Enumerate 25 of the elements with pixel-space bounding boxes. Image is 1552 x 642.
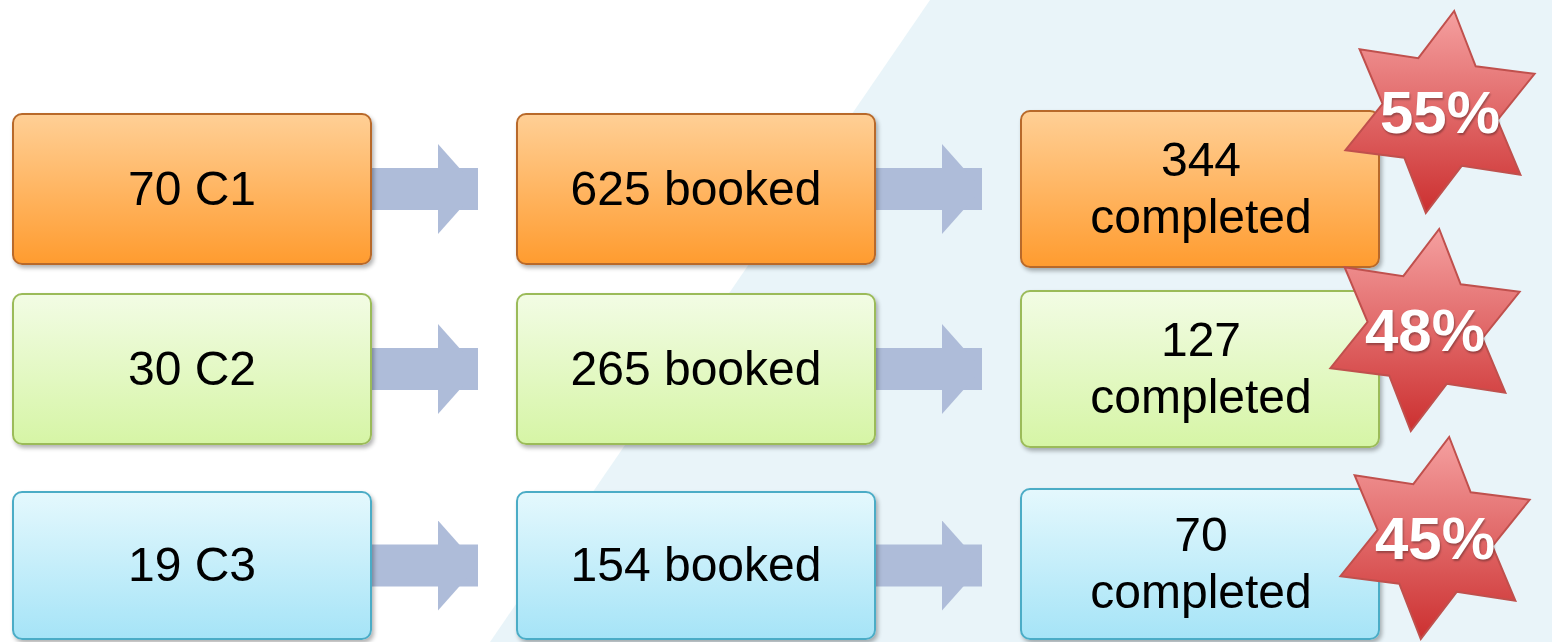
step-box — [516, 293, 876, 445]
box-label: 154 booked — [570, 537, 822, 594]
step-box — [516, 491, 876, 640]
step-box — [12, 293, 372, 445]
block-arrow — [876, 144, 982, 234]
percentage-label: 45% — [1374, 503, 1496, 573]
step-box — [12, 113, 372, 265]
block-arrow — [876, 324, 982, 414]
box-label: 19 C3 — [127, 537, 257, 594]
box-label: 127 completed — [1089, 312, 1313, 425]
step-box — [516, 113, 876, 265]
box-label: 625 booked — [570, 160, 822, 217]
step-box — [12, 491, 372, 640]
step-box — [1020, 110, 1380, 268]
block-arrow — [372, 520, 478, 611]
block-arrow — [876, 520, 982, 611]
percentage-label: 55% — [1379, 77, 1501, 147]
box-label: 30 C2 — [127, 340, 257, 397]
block-arrow — [372, 144, 478, 234]
box-label: 70 C1 — [127, 160, 257, 217]
box-label: 70 completed — [1089, 507, 1313, 620]
percentage-label: 48% — [1364, 295, 1486, 365]
box-label: 265 booked — [570, 340, 822, 397]
block-arrow — [372, 324, 478, 414]
box-label: 344 completed — [1089, 132, 1313, 245]
